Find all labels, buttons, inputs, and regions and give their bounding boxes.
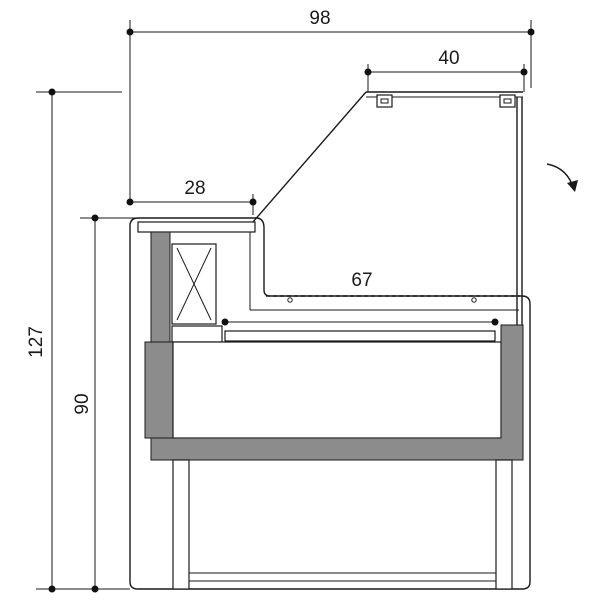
canopy-bracket-left <box>376 94 393 108</box>
glass-canopy <box>252 91 523 325</box>
display-tub <box>144 324 524 461</box>
shelf-width-dimension: 28 <box>126 178 257 215</box>
total-height-dimension: 127 <box>26 88 130 593</box>
rear-shelf <box>137 221 519 311</box>
cabinet-legs <box>172 459 513 590</box>
counter-height-label: 90 <box>72 393 93 414</box>
top-depth-label: 40 <box>438 48 459 69</box>
top-depth-dimension: 40 <box>364 48 528 92</box>
total-height-label: 127 <box>26 326 47 358</box>
curved-arrow-icon <box>546 163 578 192</box>
overall-width-dimension: 98 <box>126 8 535 205</box>
inner-depth-label: 67 <box>351 270 372 291</box>
leg-right <box>495 459 513 590</box>
shelf-width-label: 28 <box>184 178 205 199</box>
overall-width-label: 98 <box>309 8 330 29</box>
counter-height-dimension: 90 <box>72 214 138 593</box>
bench-markers <box>221 318 499 342</box>
cabinet-body <box>129 217 531 590</box>
rear-column <box>150 231 223 343</box>
leg-left <box>172 459 190 590</box>
canopy-bracket-right <box>499 94 516 108</box>
inner-depth-dimension: 67 <box>266 270 520 303</box>
